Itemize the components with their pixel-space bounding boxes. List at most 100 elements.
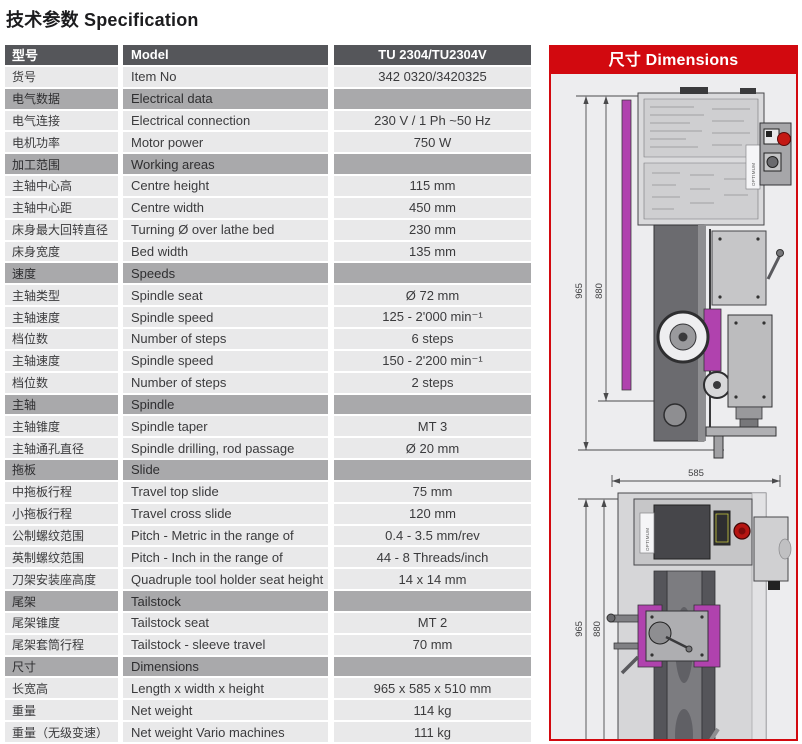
row-label-cn: 重量 xyxy=(5,700,118,721)
row-value xyxy=(334,460,531,480)
table-row: 电机功率 Motor power 750 W xyxy=(5,132,531,153)
row-value: 120 mm xyxy=(334,503,531,524)
row-label-cn: 电气连接 xyxy=(5,110,118,131)
row-label-en: Net weight Vario machines xyxy=(123,722,328,742)
row-label-en: Spindle seat xyxy=(123,285,328,306)
table-row: 重量 Net weight 114 kg xyxy=(5,700,531,721)
row-value: Ø 72 mm xyxy=(334,285,531,306)
table-section-row: 尾架 Tailstock xyxy=(5,591,531,611)
row-label-cn: 刀架安装座高度 xyxy=(5,569,118,590)
row-label-en: Tailstock xyxy=(123,591,328,611)
table-row: 主轴通孔直径 Spindle drilling, rod passage Ø 2… xyxy=(5,438,531,459)
row-label-en: Electrical connection xyxy=(123,110,328,131)
dim-front-height-overall: 965 xyxy=(574,283,585,299)
emergency-stop-icon xyxy=(778,133,791,146)
row-label-en: Bed width xyxy=(123,241,328,262)
row-value: 115 mm xyxy=(334,176,531,196)
table-row: 尾架锥度 Tailstock seat MT 2 xyxy=(5,612,531,633)
row-label-en: Dimensions xyxy=(123,656,328,677)
table-row: 尾架套筒行程 Tailstock - sleeve travel 70 mm xyxy=(5,634,531,655)
row-label-en: Travel cross slide xyxy=(123,503,328,524)
row-value: 2 steps xyxy=(334,372,531,393)
table-row: 主轴中心高 Centre height 115 mm xyxy=(5,176,531,196)
row-label-cn: 主轴速度 xyxy=(5,307,118,327)
header-model-value: TU 2304/TU2304V xyxy=(334,45,531,65)
page-title: 技术参数 Specification xyxy=(6,10,199,30)
row-label-cn: 床身最大回转直径 xyxy=(5,219,118,240)
header-label-cn: 型号 xyxy=(5,45,118,65)
row-value: 6 steps xyxy=(334,328,531,349)
row-label-cn: 电机功率 xyxy=(5,132,118,153)
row-label-en: Slide xyxy=(123,460,328,480)
row-label-cn: 中拖板行程 xyxy=(5,481,118,502)
row-label-en: Working areas xyxy=(123,154,328,175)
row-label-en: Turning Ø over lathe bed xyxy=(123,219,328,240)
row-label-cn: 主轴锥度 xyxy=(5,416,118,437)
row-value xyxy=(334,154,531,175)
row-label-en: Pitch - Metric in the range of xyxy=(123,525,328,546)
row-value xyxy=(334,263,531,284)
lathe-top-view-drawing: 585 965 880 OPTIMUM xyxy=(574,468,793,739)
row-value: 125 - 2'000 min⁻¹ xyxy=(334,307,531,327)
table-row: 刀架安装座高度 Quadruple tool holder seat heigh… xyxy=(5,569,531,590)
row-value: 44 - 8 Threads/inch xyxy=(334,547,531,568)
row-label-en: Spindle taper xyxy=(123,416,328,437)
row-label-cn: 重量（无级变速） xyxy=(5,722,118,742)
table-row: 床身最大回转直径 Turning Ø over lathe bed 230 mm xyxy=(5,219,531,240)
table-section-row: 速度 Speeds xyxy=(5,263,531,284)
row-value xyxy=(334,656,531,677)
row-label-cn: 长宽高 xyxy=(5,678,118,699)
table-section-row: 电气数据 Electrical data xyxy=(5,88,531,109)
table-row: 主轴中心距 Centre width 450 mm xyxy=(5,197,531,218)
row-label-en: Speeds xyxy=(123,263,328,284)
dim-top-length-overall: 965 xyxy=(574,621,585,637)
row-label-cn: 档位数 xyxy=(5,328,118,349)
table-section-row: 尺寸 Dimensions xyxy=(5,656,531,677)
brand-logo-text: OPTIMUM xyxy=(645,528,650,551)
row-label-cn: 尾架 xyxy=(5,591,118,611)
row-value: 150 - 2'200 min⁻¹ xyxy=(334,350,531,371)
row-label-cn: 主轴类型 xyxy=(5,285,118,306)
table-section-row: 拖板 Slide xyxy=(5,460,531,480)
row-label-cn: 公制螺纹范围 xyxy=(5,525,118,546)
row-label-cn: 拖板 xyxy=(5,460,118,480)
row-label-cn: 主轴中心高 xyxy=(5,176,118,196)
row-label-en: Motor power xyxy=(123,132,328,153)
table-row: 重量（无级变速） Net weight Vario machines 111 k… xyxy=(5,722,531,742)
row-value: 14 x 14 mm xyxy=(334,569,531,590)
header-label-en: Model xyxy=(123,45,328,65)
row-label-en: Length x width x height xyxy=(123,678,328,699)
row-value: 75 mm xyxy=(334,481,531,502)
row-value: 135 mm xyxy=(334,241,531,262)
row-label-cn: 主轴 xyxy=(5,394,118,415)
table-row: 英制螺纹范围 Pitch - Inch in the range of 44 -… xyxy=(5,547,531,568)
dim-top-width: 585 xyxy=(688,468,704,479)
table-row: 中拖板行程 Travel top slide 75 mm xyxy=(5,481,531,502)
row-label-en: Spindle xyxy=(123,394,328,415)
row-value: 114 kg xyxy=(334,700,531,721)
carriage xyxy=(712,231,766,305)
brand-logo-text: OPTIMUM xyxy=(751,163,756,186)
row-label-en: Quadruple tool holder seat height xyxy=(123,569,328,590)
brand-plate xyxy=(640,513,654,553)
row-label-en: Electrical data xyxy=(123,88,328,109)
row-label-cn: 尺寸 xyxy=(5,656,118,677)
table-row: 长宽高 Length x width x height 965 x 585 x … xyxy=(5,678,531,699)
table-row: 电气连接 Electrical connection 230 V / 1 Ph … xyxy=(5,110,531,131)
table-row: 公制螺纹范围 Pitch - Metric in the range of 0.… xyxy=(5,525,531,546)
row-label-cn: 英制螺纹范围 xyxy=(5,547,118,568)
table-row: 主轴类型 Spindle seat Ø 72 mm xyxy=(5,285,531,306)
row-label-en: Centre width xyxy=(123,197,328,218)
row-value xyxy=(334,88,531,109)
table-section-row: 主轴 Spindle xyxy=(5,394,531,415)
row-label-cn: 主轴通孔直径 xyxy=(5,438,118,459)
row-label-cn: 速度 xyxy=(5,263,118,284)
row-value: 0.4 - 3.5 mm/rev xyxy=(334,525,531,546)
row-label-cn: 小拖板行程 xyxy=(5,503,118,524)
table-row: 主轴速度 Spindle speed 125 - 2'000 min⁻¹ xyxy=(5,307,531,327)
dimensions-panel-title: 尺寸 Dimensions xyxy=(551,47,796,74)
row-value: 342 0320/3420325 xyxy=(334,66,531,87)
row-value: Ø 20 mm xyxy=(334,438,531,459)
row-label-en: Travel top slide xyxy=(123,481,328,502)
row-value: 450 mm xyxy=(334,197,531,218)
